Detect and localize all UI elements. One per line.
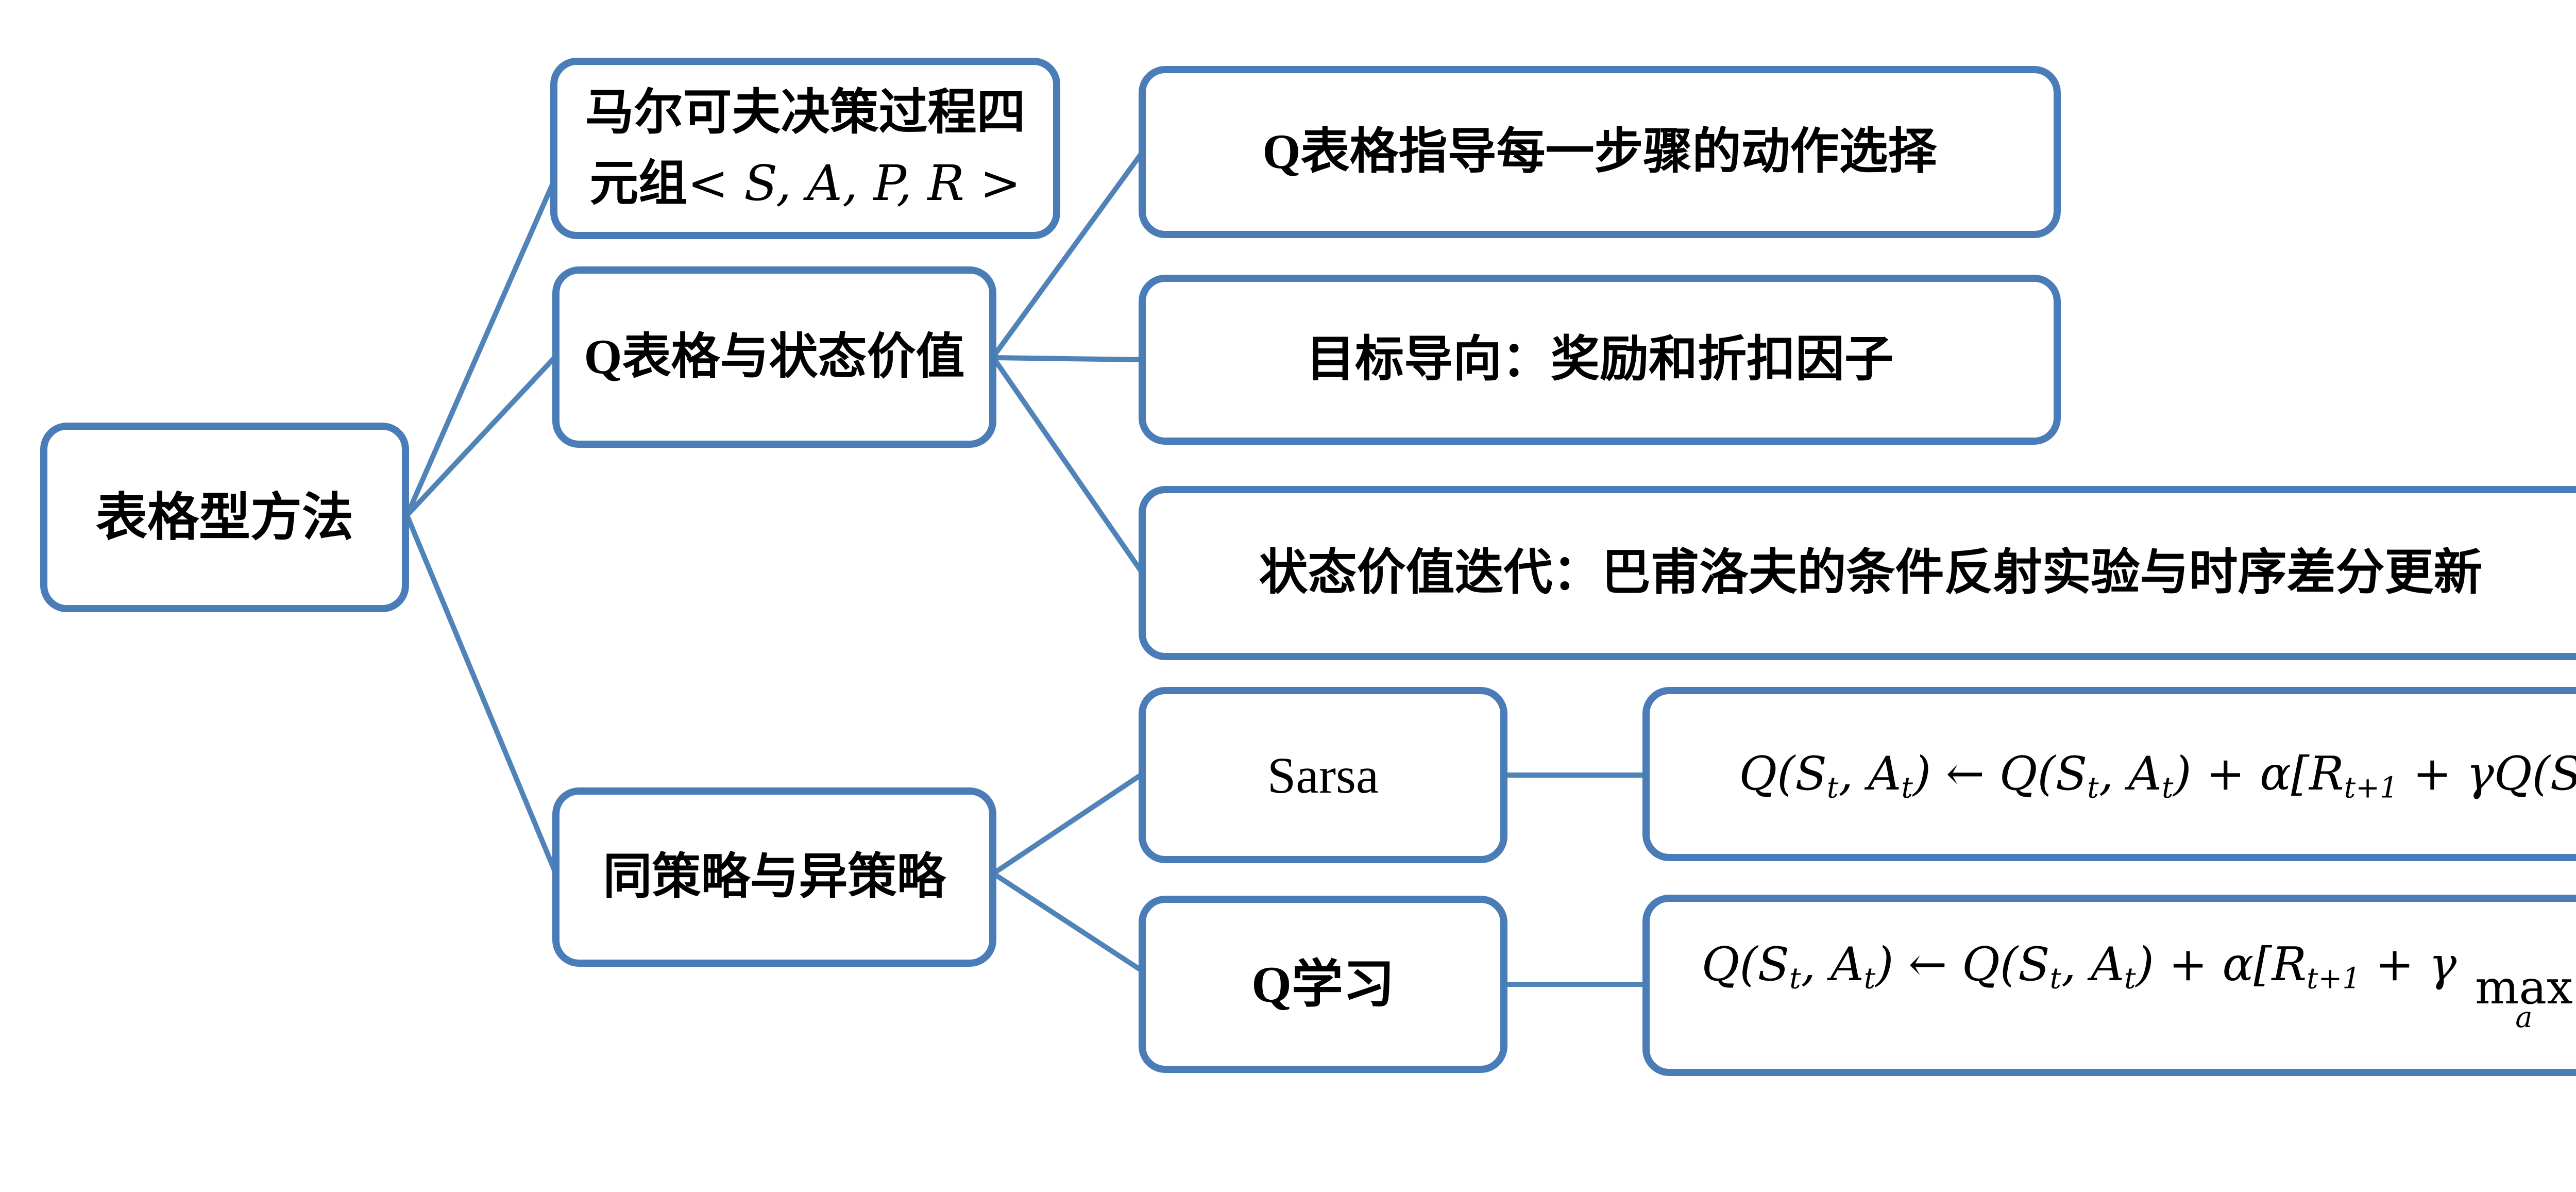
connector-root-policy [404, 513, 559, 878]
node-sarsa-formula[interactable]: Q(St, At) ← Q(St, At) + α[Rt+1 + γQ(St+1… [1642, 687, 2576, 861]
connector-qtable-guide [991, 150, 1144, 359]
leaf-goal-label: 目标导向：奖励和折扣因子 [1306, 332, 1893, 387]
node-root-label: 表格型方法 [96, 489, 353, 546]
connector-root-mdp [404, 173, 559, 518]
node-policy-label: 同策略与异策略 [603, 849, 946, 904]
leaf-qtable-guide-label: Q表格指导每一步骤的动作选择 [1262, 124, 1937, 179]
node-mdp-line2: 元组< S, A, P, R > [589, 155, 1021, 212]
connector-qtable-goal [991, 355, 1144, 362]
node-qtable-label: Q表格与状态价值 [584, 329, 965, 384]
node-qlearning-label: Q学习 [1251, 955, 1395, 1013]
node-sarsa-label: Sarsa [1267, 746, 1379, 804]
connector-qtable-valueiter [991, 355, 1144, 575]
node-qtable[interactable]: Q表格与状态价值 [552, 266, 996, 448]
node-root[interactable]: 表格型方法 [40, 423, 409, 612]
node-sarsa[interactable]: Sarsa [1139, 687, 1507, 863]
connector-policy-sarsa [991, 773, 1143, 876]
connector-policy-qlearning [991, 871, 1143, 972]
node-mdp-line1: 马尔可夫决策过程四 [585, 85, 1026, 140]
node-leaf-goal[interactable]: 目标导向：奖励和折扣因子 [1139, 275, 2061, 445]
node-qlearning[interactable]: Q学习 [1139, 896, 1507, 1073]
node-mdp[interactable]: 马尔可夫决策过程四 元组< S, A, P, R > [550, 58, 1060, 239]
node-leaf-qtable-guide[interactable]: Q表格指导每一步骤的动作选择 [1139, 66, 2061, 238]
sarsa-formula-text: Q(St, At) ← Q(St, At) + α[Rt+1 + γQ(St+1… [1739, 747, 2576, 805]
node-leaf-value-iter[interactable]: 状态价值迭代：巴甫洛夫的条件反射实验与时序差分更新 [1139, 486, 2576, 660]
connector-root-qtable [404, 353, 559, 518]
node-policy[interactable]: 同策略与异策略 [552, 787, 996, 967]
leaf-value-iter-label: 状态价值迭代：巴甫洛夫的条件反射实验与时序差分更新 [1259, 545, 2483, 600]
